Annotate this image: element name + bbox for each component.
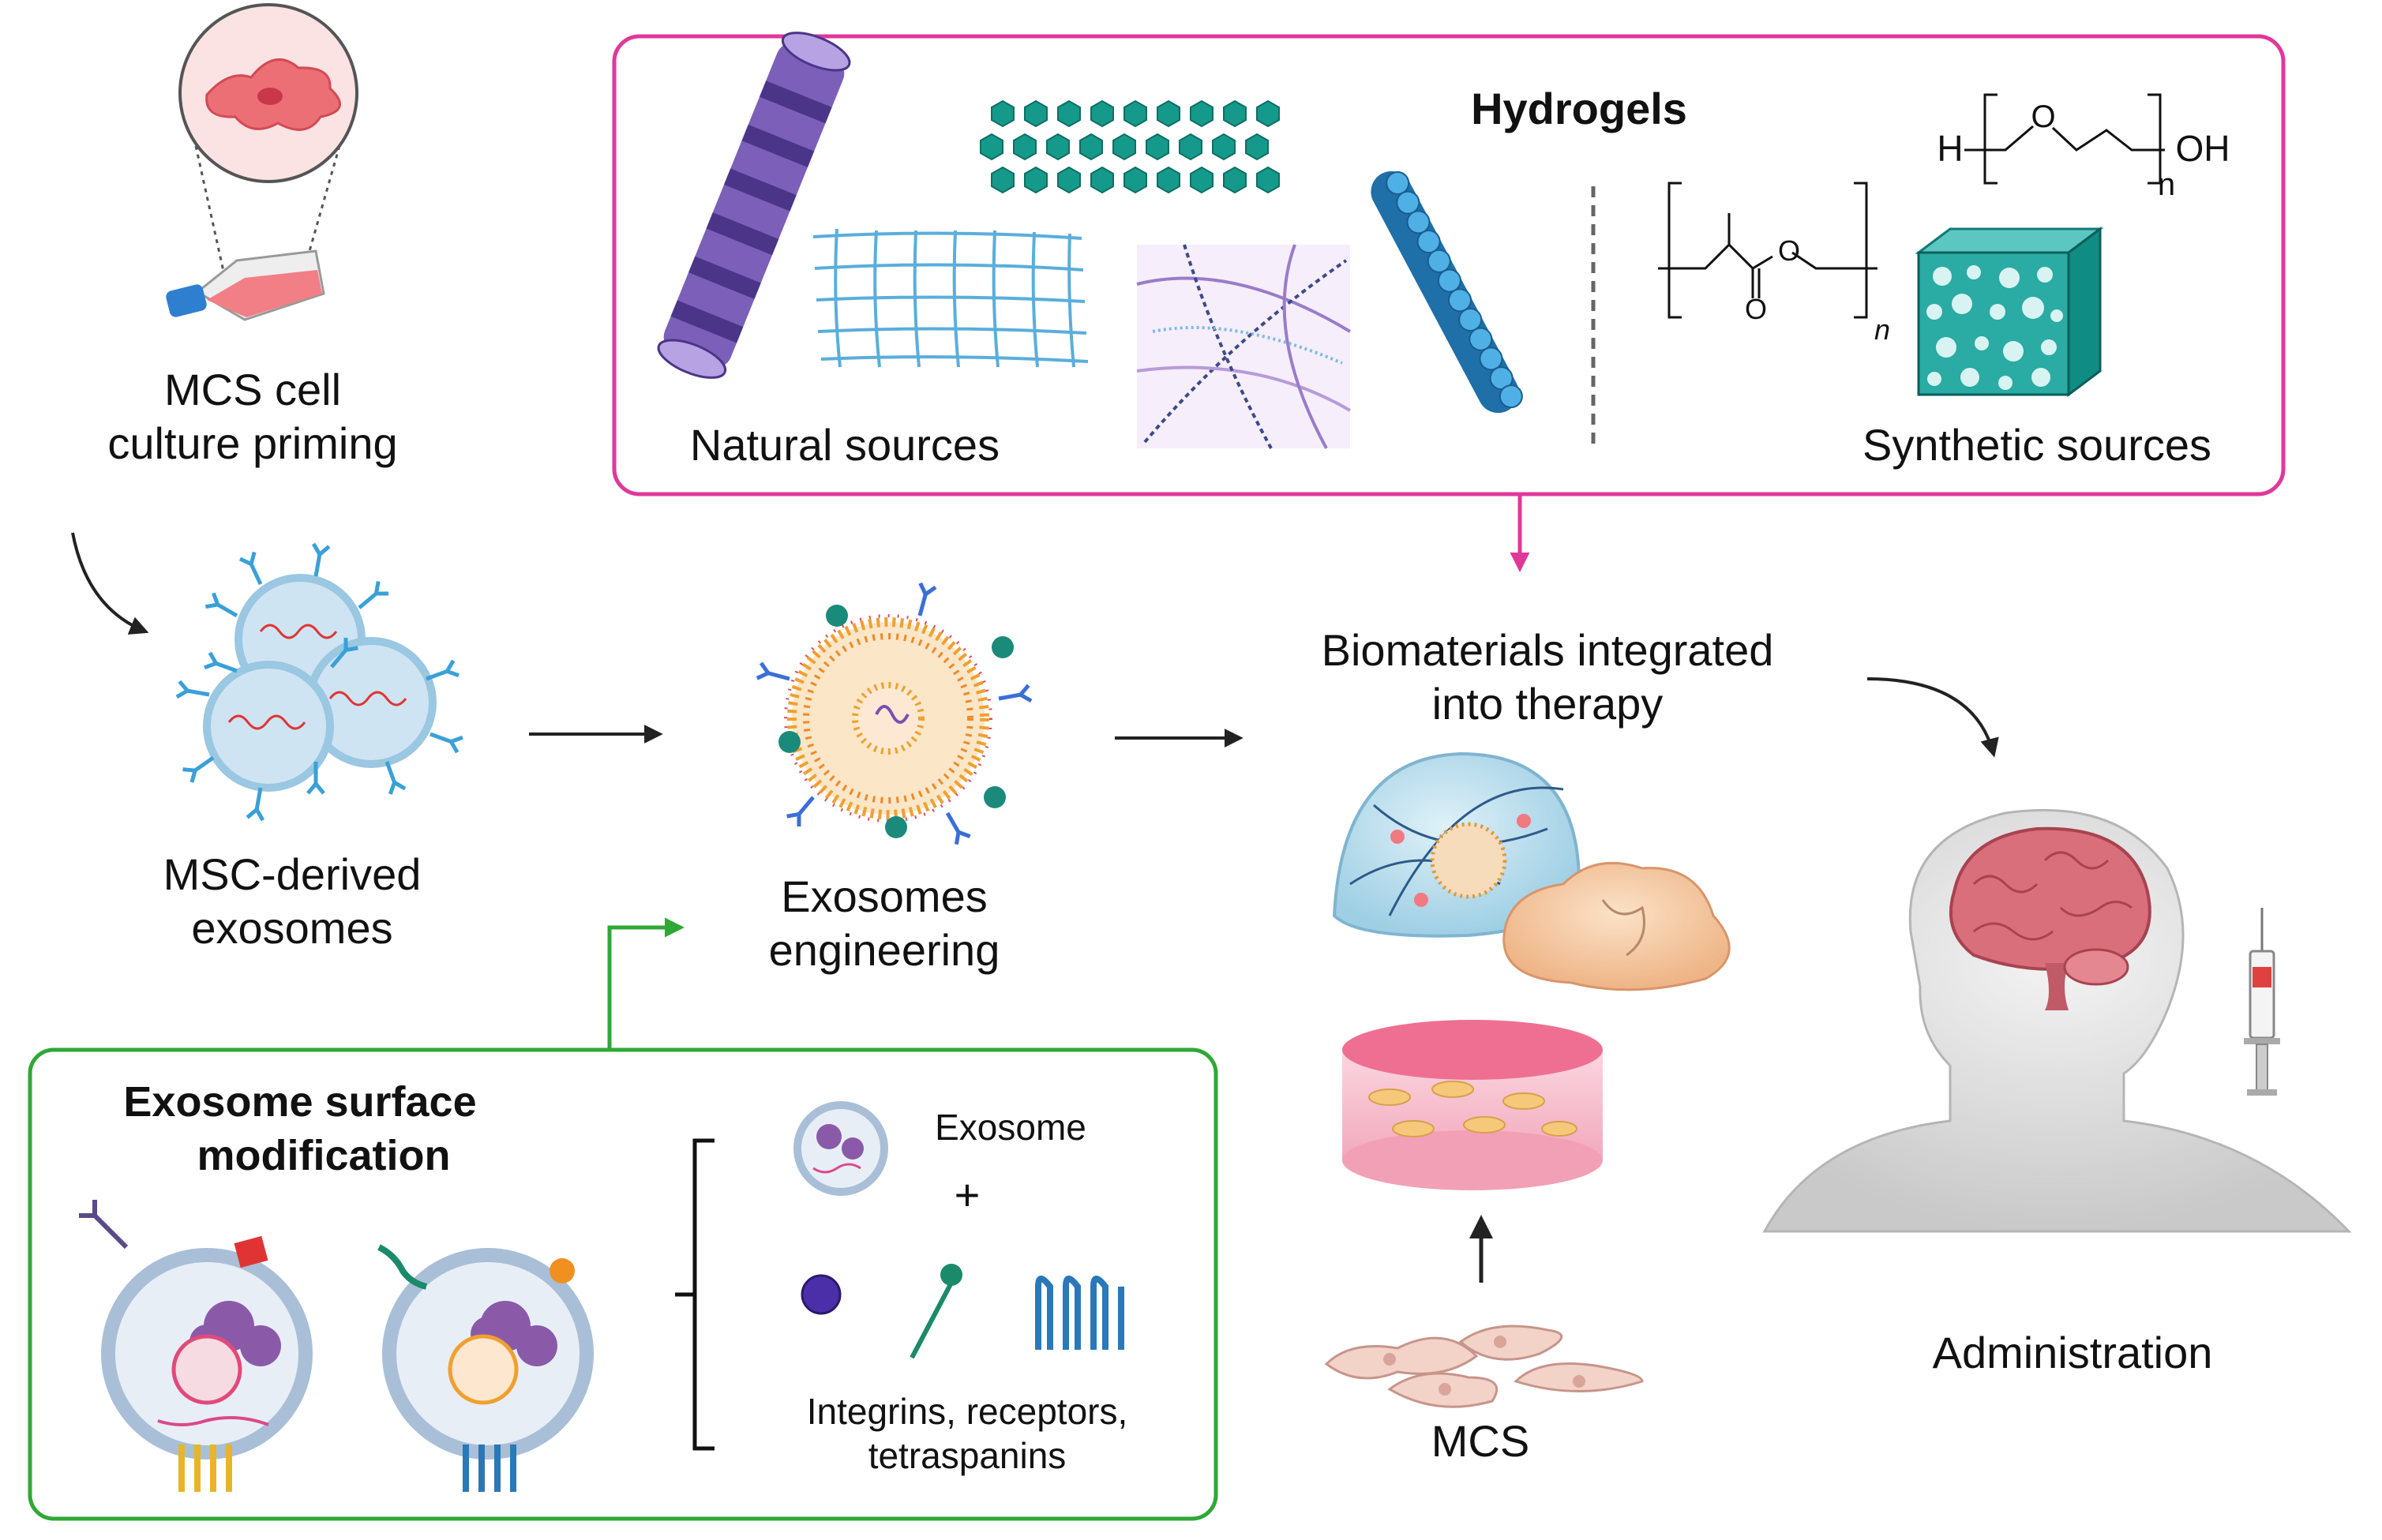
exosomes-label-line2: exosomes: [191, 903, 393, 953]
cell-icon: [178, 3, 358, 297]
peg-n: n: [2157, 167, 2176, 202]
peg-oh: OH: [2175, 128, 2230, 169]
molecule-bracket: [675, 1138, 715, 1451]
fiber-network-icon: [1136, 244, 1352, 449]
molecules-label-line1: Integrins, receptors,: [806, 1391, 1128, 1432]
pla-o2: O: [1777, 234, 1800, 267]
tetraspanin-icon: [1035, 1276, 1124, 1350]
pla-structure-icon: [1658, 182, 1877, 319]
priming-label-line2: culture priming: [107, 418, 398, 468]
molecules-label-line2: tetraspanins: [868, 1435, 1067, 1476]
cell-dish-icon: [1342, 1020, 1603, 1190]
arrow-biomaterials-to-administration: [1866, 677, 1999, 758]
bead-fiber-icon: [1371, 170, 1523, 414]
exosome-small-icon: [793, 1101, 888, 1196]
collagen-fiber-icon: [657, 32, 851, 379]
exosome-cluster-icon: [0, 0, 463, 820]
plus-sign: +: [954, 1170, 981, 1220]
exosome-small-label: Exosome: [935, 1107, 1086, 1148]
natural-sources-label: Natural sources: [689, 420, 1000, 470]
modified-exosome-icon: [377, 1244, 594, 1492]
pla-o1: O: [1744, 293, 1767, 325]
dome-hydrogel-icon: [1332, 751, 1581, 938]
surface-title-line1: Exosome surface: [123, 1078, 477, 1126]
mcs-label: MCS: [1431, 1416, 1530, 1466]
engineering-label-line1: Exosomes: [781, 871, 988, 921]
pla-n: n: [1874, 313, 1891, 346]
exosomes-label-line1: MSC-derived: [163, 849, 422, 899]
receptor-icon: [910, 1264, 962, 1359]
peg-structure-icon: [1964, 93, 2165, 185]
mesh-icon: [812, 228, 1089, 368]
surface-modification-panel: [28, 1047, 1218, 1521]
arrow-surface-to-engineering: [607, 917, 685, 1050]
blob-hydrogel-icon: [1502, 861, 1731, 991]
porous-cube-icon: [1915, 227, 2104, 397]
protein-ball-icon: [801, 1274, 842, 1315]
biomaterials-label-line1: Biomaterials integrated: [1321, 625, 1774, 675]
hexagon-chain-icon: [980, 99, 1280, 193]
peg-o: O: [2031, 99, 2056, 134]
hydrogels-panel: [612, 34, 2286, 496]
peg-h: H: [1937, 128, 1964, 169]
engineering-label-line2: engineering: [768, 925, 1000, 975]
hydrogels-title: Hydrogels: [1471, 84, 1687, 133]
syringe-icon: [2244, 908, 2280, 1096]
head-brain-icon: [1762, 808, 2352, 1233]
administration-label: Administration: [1932, 1328, 2213, 1377]
modified-exosome-icon: [79, 1200, 313, 1492]
arrow-priming-to-exosomes: [71, 532, 149, 635]
surface-title-line2: modification: [197, 1132, 451, 1179]
synthetic-sources-label: Synthetic sources: [1862, 420, 2211, 470]
flask-icon: [166, 249, 325, 321]
priming-label-line1: MCS cell: [163, 365, 342, 414]
cells-icon: [1324, 1325, 1644, 1408]
engineered-exosome-icon: [757, 583, 1031, 845]
biomaterials-label-line2: into therapy: [1431, 679, 1664, 729]
